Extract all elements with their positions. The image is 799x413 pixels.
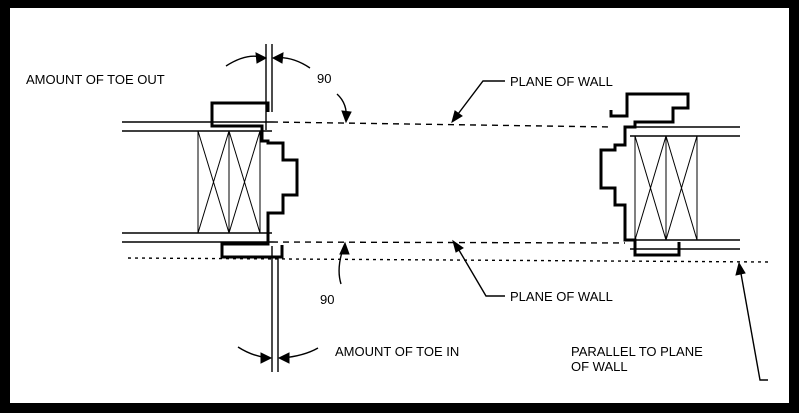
plane-of-wall-top-label: PLANE OF WALL (510, 74, 613, 89)
left-door-frame (210, 101, 299, 259)
plane-of-wall-top-line (271, 121, 613, 128)
right-wall (599, 92, 740, 257)
right-door-frame (599, 92, 690, 257)
parallel-leader (735, 261, 768, 381)
angle-arc-top (336, 93, 352, 124)
left-wall (122, 101, 299, 259)
parallel-line (127, 257, 769, 263)
parallel-label-line1: PARALLEL TO PLANE (571, 344, 703, 359)
plane-of-wall-bottom-label: PLANE OF WALL (510, 289, 613, 304)
toe-out-arrows (225, 52, 311, 69)
toe-out-label: AMOUNT OF TOE OUT (26, 72, 165, 87)
toe-in-arrows (237, 346, 319, 364)
angle-arc-bottom (338, 241, 350, 285)
angle-top-label: 90 (317, 71, 331, 86)
plane-bottom-leader (452, 239, 505, 297)
right-stud (634, 135, 698, 241)
left-stud (197, 130, 261, 234)
plane-of-wall-bottom-line (271, 241, 626, 244)
angle-bottom-label: 90 (320, 292, 334, 307)
plane-top-leader (451, 80, 505, 124)
parallel-label-line2: OF WALL (571, 359, 628, 374)
diagram-panel (10, 8, 789, 403)
toe-in-label: AMOUNT OF TOE IN (335, 344, 459, 359)
